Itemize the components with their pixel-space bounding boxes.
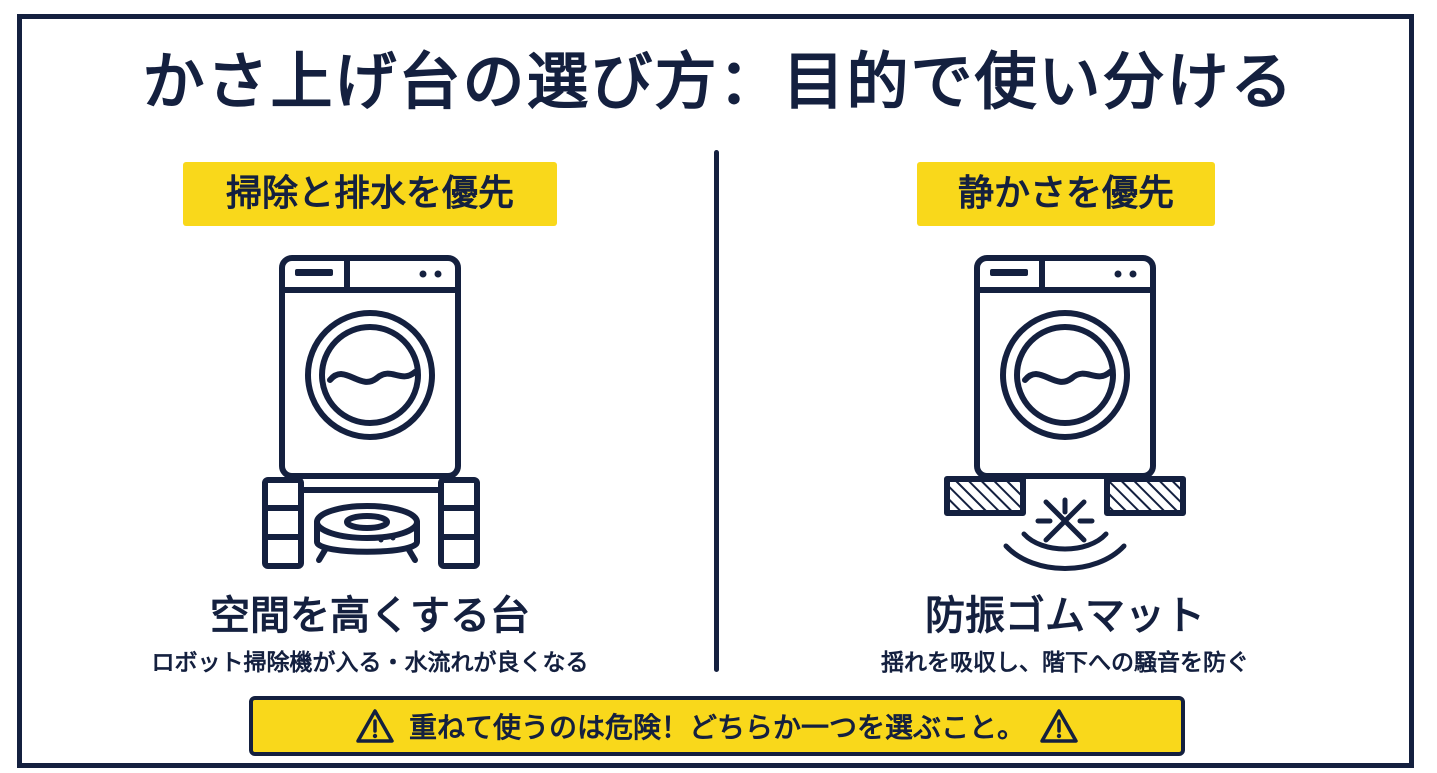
vibration-absorbed-icon (1003, 497, 1127, 571)
washer-on-mat-illustration (940, 250, 1190, 580)
left-priority-badge: 掃除と排水を優先 (183, 162, 557, 226)
warning-text: 重ねて使うのは危険！どちらか一つを選ぶこと。 (408, 711, 1025, 744)
center-divider (714, 150, 719, 672)
left-option-title: 空間を高くする台 (210, 593, 530, 639)
warning-triangle-icon (1040, 709, 1078, 743)
washer-on-stand-illustration (255, 250, 485, 580)
raised-stand-icon (262, 477, 480, 569)
page-title: かさ上げ台の選び方：目的で使い分ける (142, 45, 1295, 118)
washing-machine-icon (279, 255, 461, 479)
right-option-title: 防振ゴムマット (925, 593, 1205, 639)
left-option-description: ロボット掃除機が入る・水流れが良くなる (151, 650, 589, 676)
washing-machine-icon (974, 255, 1156, 479)
right-priority-badge: 静かさを優先 (917, 162, 1215, 226)
right-option-description: 揺れを吸収し、階下への騒音を防ぐ (881, 650, 1249, 676)
robot-vacuum-icon (314, 503, 420, 563)
warning-triangle-icon (356, 709, 394, 743)
rubber-mat-icon (944, 476, 1186, 516)
warning-banner: 重ねて使うのは危険！どちらか一つを選ぶこと。 (249, 696, 1185, 756)
